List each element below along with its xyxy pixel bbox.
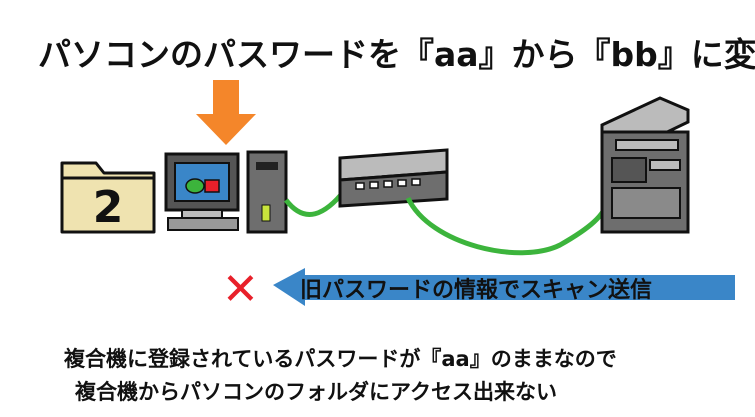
page-title: パソコンのパスワードを『aa』から『bb』に変更 (38, 35, 755, 74)
printer-icon (600, 96, 690, 234)
network-hub-icon (338, 148, 449, 208)
folder-icon: 2 (60, 161, 156, 234)
failure-mark: ✕ (222, 264, 259, 315)
folder-label: 2 (93, 182, 124, 233)
cable-hub-mfp (405, 196, 611, 256)
cable-pc-hub (284, 188, 347, 217)
explanation-line-1: 複合機に登録されているパスワードが『aa』のままなので (64, 347, 617, 371)
scan-send-arrow (273, 268, 735, 306)
pc-tower-icon (246, 150, 288, 234)
explanation-line-2: 複合機からパソコンのフォルダにアクセス出来ない (75, 380, 557, 404)
change-indicator-arrow (196, 80, 256, 145)
scan-send-label: 旧パスワードの情報でスキャン送信 (300, 278, 653, 303)
pc-monitor-icon (164, 152, 240, 231)
